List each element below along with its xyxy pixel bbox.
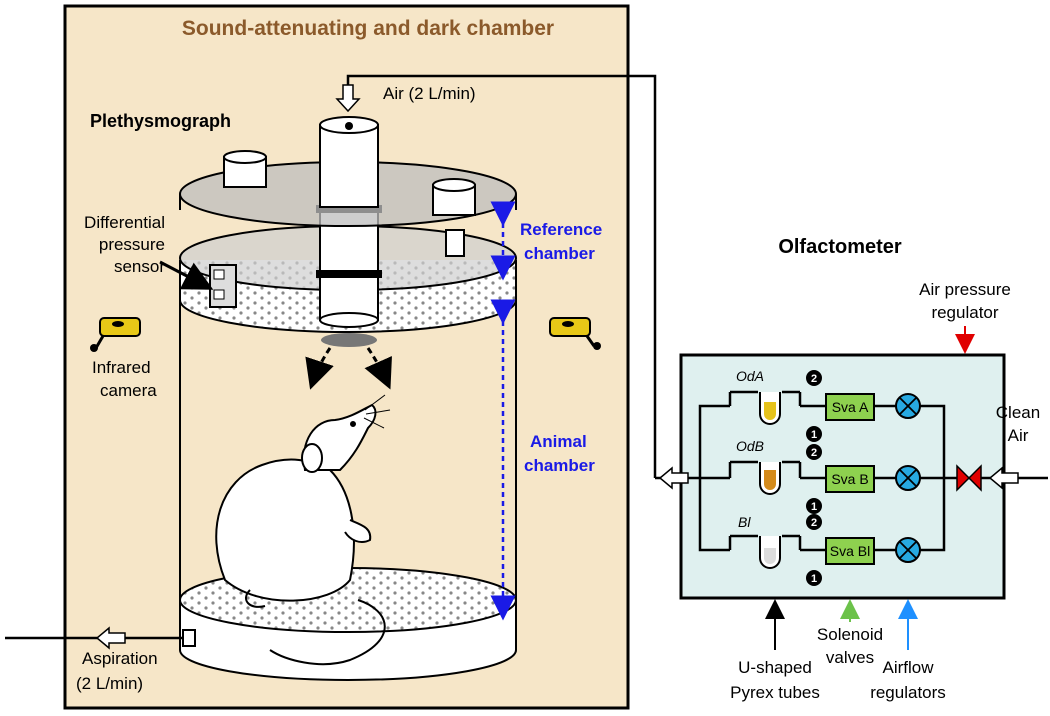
valve-bl	[825, 537, 875, 565]
clean-air-label-2: Air	[1008, 426, 1029, 445]
olfactometer-title: Olfactometer	[778, 236, 902, 258]
tube-bl-label: Bl	[738, 514, 751, 530]
air-inlet-arrow-icon	[335, 84, 361, 113]
diffuser	[321, 333, 377, 347]
sensor-label-2: pressure	[99, 235, 165, 254]
tube-b-label: OdB	[736, 438, 764, 454]
airflow-regulator-b-icon	[895, 465, 921, 491]
flow-arrow-right	[364, 347, 392, 390]
port-a-2: 2	[811, 373, 817, 385]
plate-peg-right	[445, 229, 465, 257]
camera-label-1: Infrared	[92, 358, 151, 377]
animal-label-2: chamber	[524, 456, 595, 475]
legend-tubes-label-1: U-shaped	[738, 658, 812, 677]
central-tube-top	[319, 124, 379, 208]
legend-tubes-label-2: Pyrex tubes	[730, 683, 820, 702]
sensor-label-1: Differential	[84, 213, 165, 232]
regulator-label-2: regulator	[931, 303, 998, 322]
sensor-label-3: sensor	[114, 257, 165, 276]
sensor-pointer	[159, 260, 214, 290]
central-tube-bottom	[319, 312, 379, 328]
port-b-2: 2	[811, 447, 817, 459]
legend-airflow-label-2: regulators	[870, 683, 946, 702]
reference-label-2: chamber	[524, 244, 595, 263]
legend-valves-label-1: Solenoid	[817, 625, 883, 644]
chamber-title: Sound-attenuating and dark chamber	[182, 17, 554, 40]
aspiration-label-2: (2 L/min)	[76, 674, 143, 693]
legend-airflow-label-1: Airflow	[882, 658, 934, 677]
row-b	[728, 460, 826, 495]
camera-left-icon	[90, 317, 141, 352]
air-in-label: Air (2 L/min)	[383, 84, 476, 103]
port-a-1: 1	[811, 429, 817, 441]
valve-b-label: Sva B	[831, 471, 868, 487]
tube-ring-1	[316, 270, 382, 278]
reference-label-1: Reference	[520, 220, 602, 239]
camera-label-2: camera	[100, 381, 157, 400]
plethysmograph-label: Plethysmograph	[90, 111, 231, 131]
camera-right-icon	[549, 317, 601, 350]
valve-a-label: Sva A	[832, 399, 869, 415]
clean-air-label-1: Clean	[996, 403, 1040, 422]
sensor-port-1	[213, 269, 225, 280]
aspiration-arrow-icon	[95, 626, 126, 650]
sensor-port-2	[213, 289, 225, 300]
port-badges: 2 1 2 1 2 1	[806, 370, 822, 586]
aspiration-label-1: Aspiration	[82, 649, 158, 668]
flow-arrow-left	[305, 347, 334, 390]
regulator-label-1: Air pressure	[919, 280, 1011, 299]
port-bl-2: 2	[811, 517, 817, 529]
pressure-valve-icon	[956, 464, 982, 492]
tube-a-label: OdA	[736, 368, 764, 384]
aspiration-port	[182, 629, 196, 647]
plate-cylinder-left-cap	[223, 150, 267, 164]
olf-outlet-arrow-icon	[658, 466, 689, 490]
clean-air-arrow-icon	[988, 466, 1019, 490]
plate-cylinder-right-cap	[432, 178, 476, 192]
row-bl	[728, 534, 826, 569]
valve-bl-label: Sva Bl	[830, 543, 870, 559]
airflow-regulator-bl-icon	[895, 537, 921, 563]
legend-valves-label-2: valves	[826, 648, 874, 667]
rat-icon	[215, 394, 391, 666]
port-b-1: 1	[811, 501, 817, 513]
row-a	[728, 390, 826, 425]
animal-label-1: Animal	[530, 432, 587, 451]
port-bl-1: 1	[811, 573, 817, 585]
airflow-regulator-a-icon	[895, 393, 921, 419]
tube-inlet-hole	[345, 122, 353, 130]
